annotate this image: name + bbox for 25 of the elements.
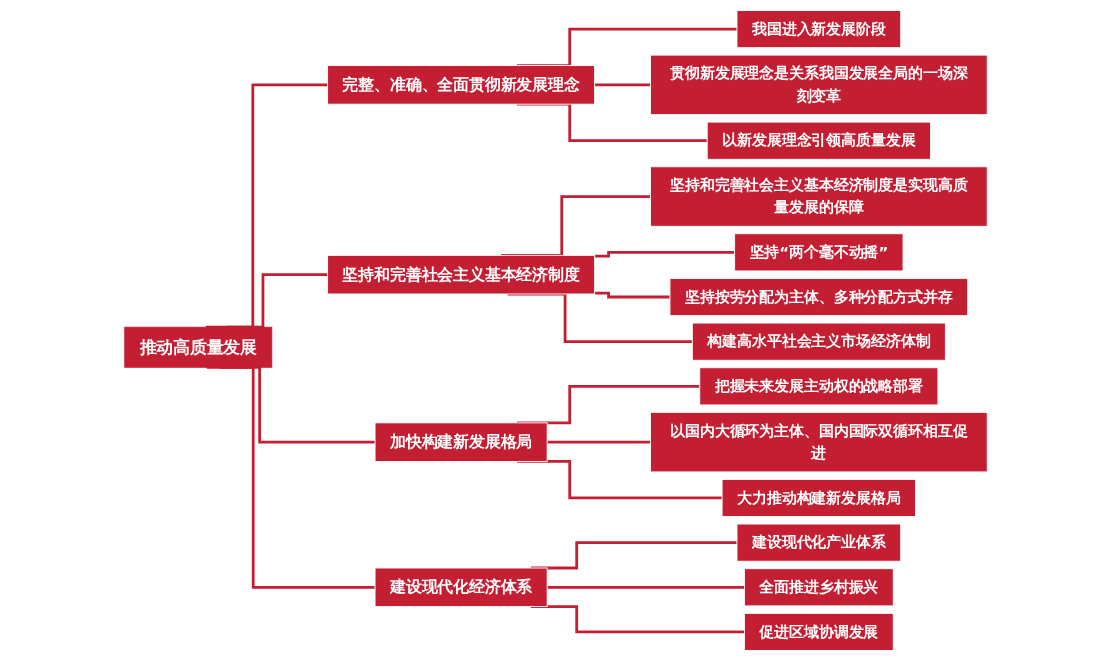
- connector: [594, 250, 735, 258]
- node-box: 以新发展理念引领高质量发展: [706, 121, 931, 160]
- connector: [546, 440, 650, 444]
- node-box: 大力推动构建新发展格局: [721, 478, 916, 518]
- node-box: 加快构建新发展格局: [374, 422, 548, 462]
- node-box: 坚持按劳分配为主体、多种分配方式并存: [669, 277, 968, 317]
- connector: [594, 83, 650, 87]
- node-box: 构建高水平社会主义市场经济体制: [691, 322, 946, 361]
- node-box: 完整、准确、全面贯彻新发展理念: [326, 65, 595, 105]
- node-box: 我国进入新发展阶段: [736, 9, 901, 49]
- node-box: 促进区域协调发展: [743, 612, 894, 652]
- node-box: 全面推进乡村振兴: [743, 568, 894, 607]
- connector: [546, 585, 744, 589]
- node-box: 坚持和完善社会主义基本经济制度: [326, 254, 595, 295]
- node-box: 建设现代化经济体系: [374, 567, 548, 608]
- connector: [205, 83, 328, 329]
- node-box: 建设现代化产业体系: [736, 523, 901, 562]
- node-box: 把握未来发展主动权的战略部署: [698, 367, 938, 406]
- node-box: 坚持和完善社会主义基本经济制度是实现高质量发展的保障: [649, 166, 988, 227]
- connector: [225, 273, 328, 329]
- node-box: 坚持“两个毫不动摇”: [733, 233, 903, 272]
- node-box: 贯彻新发展理念是关系我国发展全局的一场深刻变革: [649, 54, 988, 116]
- node-box: 以国内大循环为主体、国内国际双循环相互促进: [649, 411, 988, 473]
- connector: [594, 291, 670, 299]
- node-box: 推动高质量发展: [123, 326, 272, 368]
